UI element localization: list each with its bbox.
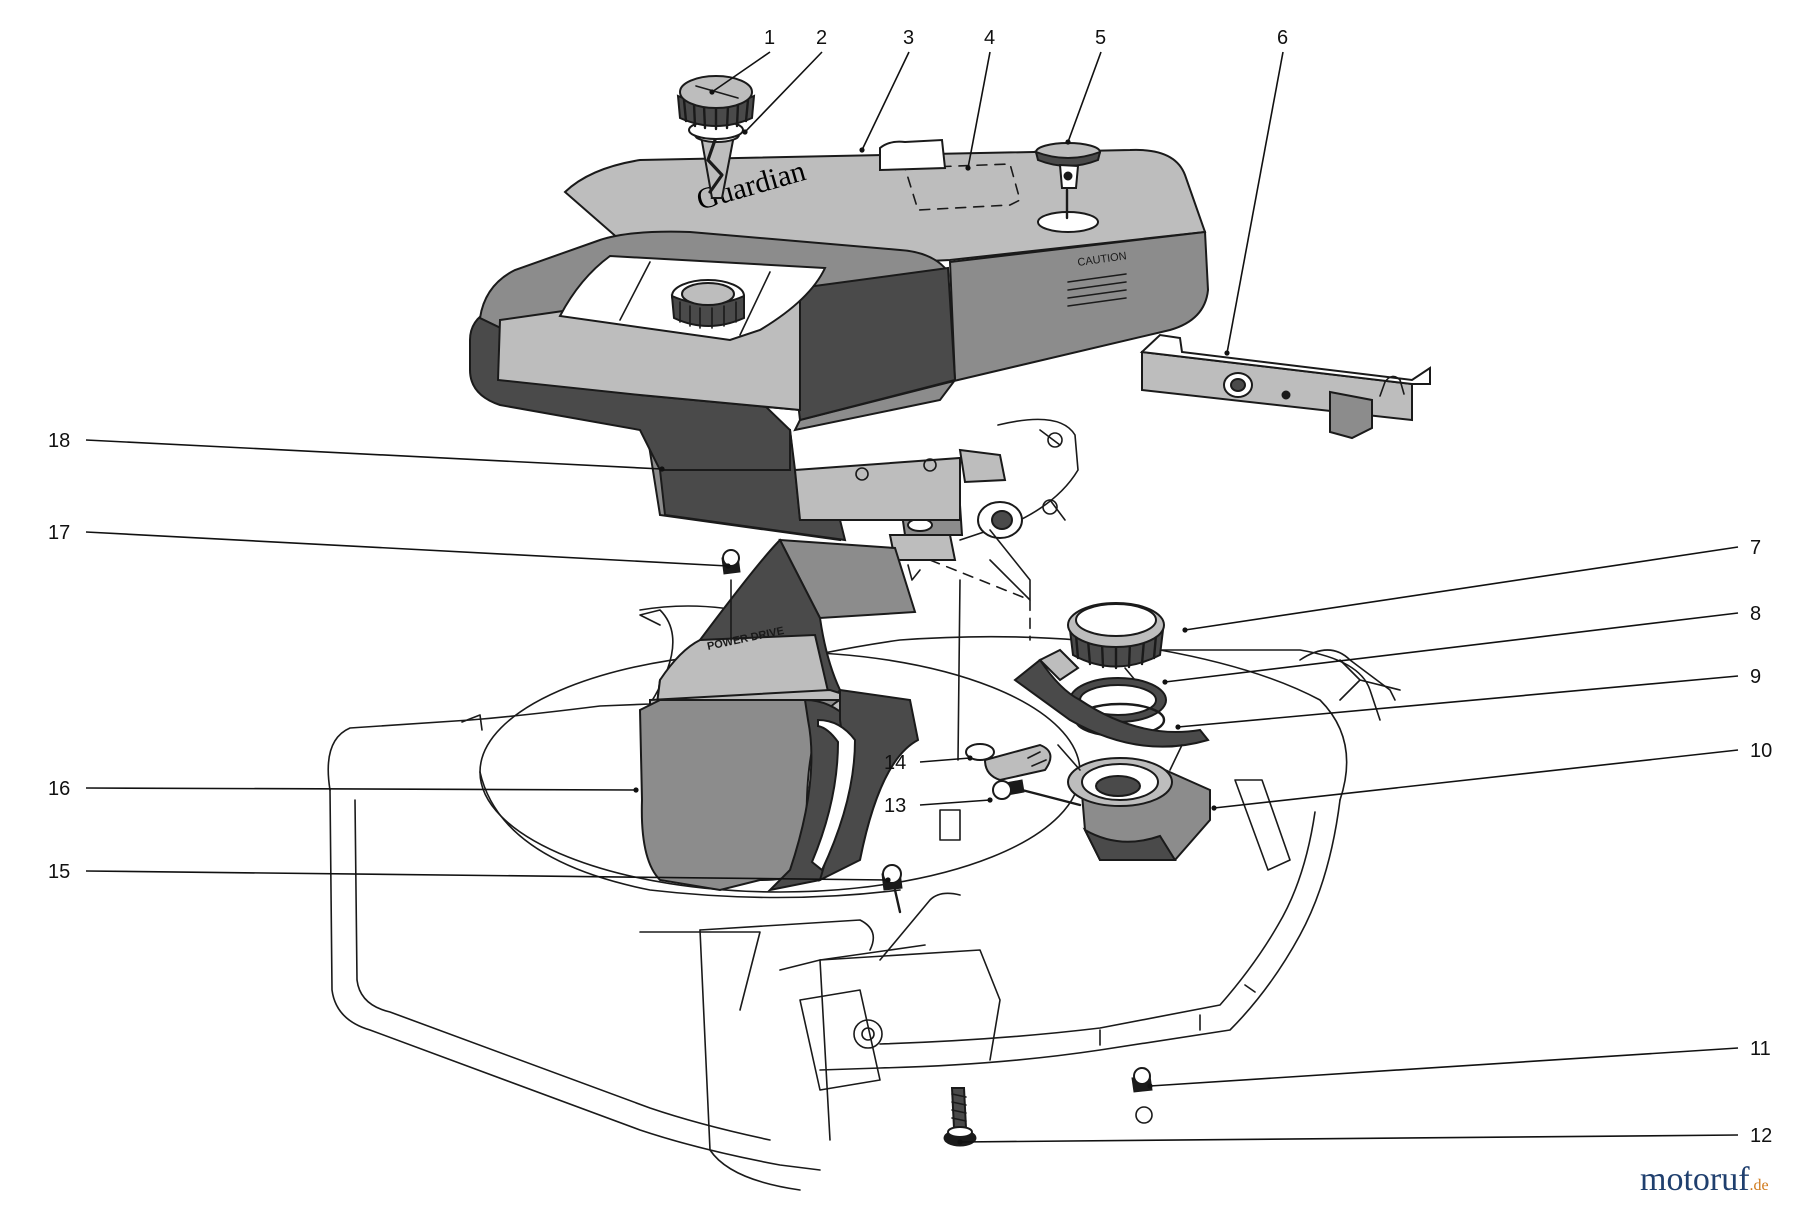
callout-number: 8	[1750, 603, 1761, 625]
leader-line	[85, 787, 637, 791]
callout-number: 14	[884, 752, 906, 774]
callout-8: 8	[1162, 603, 1761, 685]
callout-11: 11	[1147, 1038, 1771, 1089]
callout-number: 7	[1750, 537, 1761, 559]
callout-number: 9	[1750, 666, 1761, 688]
leader-dot	[1182, 627, 1188, 633]
leader-line	[1226, 51, 1284, 354]
callout-number: 6	[1277, 27, 1288, 49]
callout-number: 2	[816, 27, 827, 49]
engine-base	[888, 418, 1079, 641]
leader-line	[967, 51, 991, 169]
callout-number: 3	[903, 27, 914, 49]
leader-line	[711, 51, 771, 93]
leader-dot	[725, 563, 731, 569]
leader-dot	[1065, 139, 1071, 145]
watermark-motoruf: motoruf	[1640, 1161, 1750, 1198]
watermark-domain: .de	[1750, 1177, 1769, 1194]
callout-3: 3	[859, 27, 914, 153]
callout-number: 17	[48, 522, 70, 544]
leader-line	[1177, 675, 1739, 728]
leader-dot	[633, 787, 639, 793]
callout-15: 15	[48, 861, 891, 883]
dipstick	[1034, 142, 1102, 220]
leader-line	[1184, 546, 1739, 631]
leader-dot	[659, 466, 665, 472]
callout-number: 12	[1750, 1125, 1772, 1147]
callout-number: 5	[1095, 27, 1106, 49]
fuel-cap-assembly	[676, 75, 756, 199]
fuel-tank-assembly	[957, 579, 1211, 861]
leader-line	[1149, 1047, 1739, 1087]
callout-number: 15	[48, 861, 70, 883]
callout-18: 18	[48, 430, 665, 472]
leader-line	[1067, 51, 1102, 143]
callout-16: 16	[48, 778, 639, 800]
callout-6: 6	[1224, 27, 1288, 356]
leader-dot	[859, 147, 865, 153]
leader-dot	[967, 755, 973, 761]
callout-number: 13	[884, 795, 906, 817]
callout-9: 9	[1175, 666, 1761, 730]
leader-dot	[1147, 1083, 1153, 1089]
callout-number: 4	[984, 27, 995, 49]
callout-10: 10	[1211, 740, 1772, 811]
leader-line	[85, 439, 663, 470]
leader-dot	[742, 129, 748, 135]
mower-deck	[327, 605, 1401, 1191]
callout-number: 16	[48, 778, 70, 800]
leader-line	[744, 51, 823, 133]
leader-line	[919, 799, 991, 806]
leader-dot	[965, 165, 971, 171]
leader-dot	[957, 1139, 963, 1145]
engine-hood: Guardian CAUTION	[469, 138, 1210, 471]
callout-17: 17	[48, 522, 731, 569]
leader-dot	[1175, 724, 1181, 730]
screws	[721, 549, 1153, 1147]
leader-line	[861, 51, 910, 151]
callout-7: 7	[1182, 537, 1761, 633]
watermark: motoruf.de	[1640, 1161, 1769, 1198]
callout-1: 1	[709, 27, 775, 95]
leader-line	[85, 870, 889, 881]
callout-12: 12	[957, 1125, 1772, 1147]
leader-dot	[1224, 350, 1230, 356]
callout-number: 11	[1750, 1038, 1771, 1060]
callout-number: 18	[48, 430, 70, 452]
leader-line	[959, 1134, 1739, 1143]
discharge-chute: POWER DRIVE	[638, 538, 920, 892]
leader-line	[919, 757, 971, 763]
bracket	[1139, 333, 1431, 440]
callout-2: 2	[742, 27, 827, 135]
leader-line	[85, 531, 729, 567]
callout-number: 10	[1750, 740, 1772, 762]
callout-5: 5	[1065, 27, 1106, 145]
leader-dot	[885, 877, 891, 883]
leader-dot	[1211, 805, 1217, 811]
leader-dot	[987, 797, 993, 803]
callout-14: 14	[884, 752, 973, 774]
leader-line	[1213, 749, 1739, 809]
callout-4: 4	[965, 27, 995, 171]
leader-dot	[709, 89, 715, 95]
callout-number: 1	[764, 27, 775, 49]
callout-13: 13	[884, 795, 993, 817]
leader-dot	[1162, 679, 1168, 685]
leader-line	[1164, 612, 1739, 683]
svg-text:motoruf.de: motoruf.de	[1640, 1161, 1769, 1198]
